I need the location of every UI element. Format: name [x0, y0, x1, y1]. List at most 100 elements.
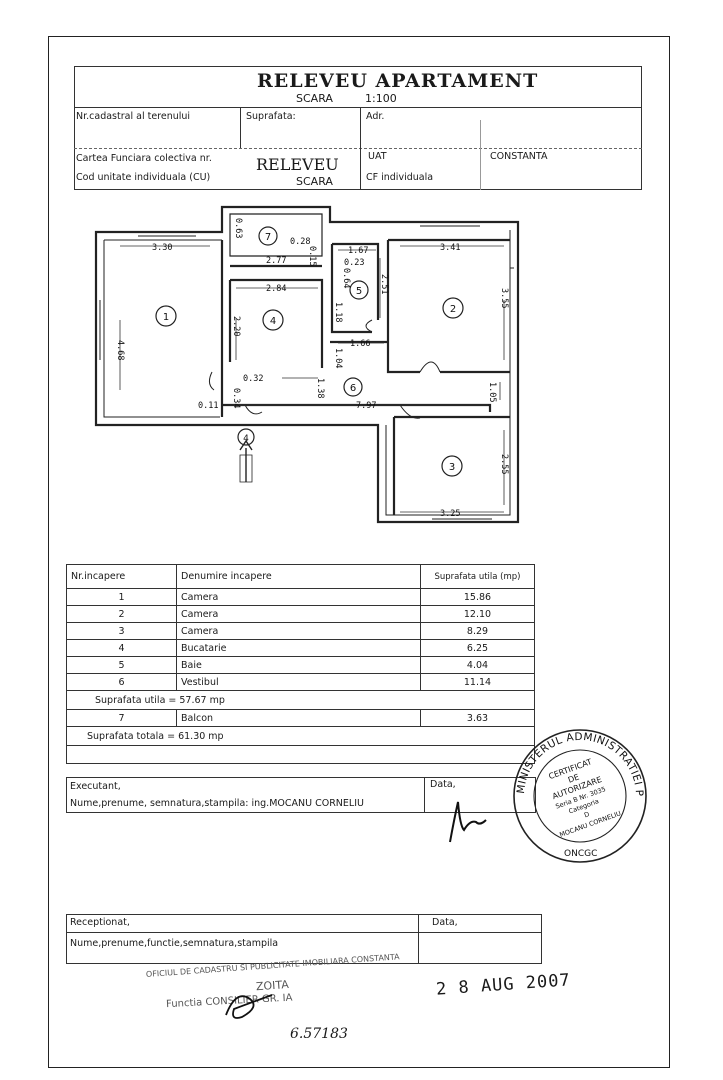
grand-total: Suprafata totala = 61.30 mp	[66, 726, 535, 746]
room-7-marker	[258, 226, 278, 246]
wall	[228, 278, 324, 368]
executant-signature	[449, 801, 487, 843]
dim-r2-h: 3.55	[499, 288, 509, 308]
cell-name: Bucatarie	[176, 639, 421, 657]
cell-name: Camera	[176, 622, 421, 640]
dim-r7-w: 2.77	[266, 256, 286, 266]
grand-total-row: Suprafata totala = 61.30 mp	[66, 726, 535, 746]
executant-date-label: Data,	[430, 779, 456, 790]
room-5-marker	[349, 280, 369, 300]
room-1-marker	[155, 305, 177, 327]
dim-r5-h: 1.18	[333, 302, 343, 322]
header-divider	[480, 120, 481, 190]
cell-name: Camera	[176, 605, 421, 623]
room-3-number: 3	[449, 462, 455, 473]
wall	[229, 213, 323, 257]
seal-line: D	[583, 810, 590, 819]
cf-label: CF individuala	[366, 172, 434, 183]
table-header: Nr.incapere Denumire incapere Suprafata …	[66, 564, 535, 589]
seal-outer-bottom: ONCGC	[564, 849, 597, 859]
entrance-arrow-box	[239, 454, 253, 483]
dim-r4-h: 2.20	[231, 316, 241, 336]
cell-nr: 1	[66, 588, 177, 606]
dim-r4-low: 1.38	[315, 378, 325, 398]
header-divider	[74, 148, 642, 149]
executant-name: Nume,prenume, semnatura,stampila: ing.MO…	[70, 798, 364, 809]
table-row: 5 Baie 4.04	[66, 656, 535, 674]
executant-label: Executant,	[70, 781, 121, 792]
authorization-seal: MINISTERUL ADMINISTRATIEI PUBLICE ONCGC …	[508, 724, 647, 863]
receptionat-label: Receptionat,	[70, 917, 130, 928]
cell-area: 4.04	[420, 656, 535, 674]
entrance-marker-number: 4	[243, 434, 249, 444]
receptionat-divider	[66, 932, 542, 933]
header-divider	[74, 107, 642, 108]
wall	[330, 242, 380, 334]
cell-nr: 2	[66, 605, 177, 623]
cell-nr: 7	[66, 709, 177, 727]
cell-nr: 4	[66, 639, 177, 657]
cell-nr: 6	[66, 673, 177, 691]
receptionat-box	[66, 914, 542, 964]
reception-signature	[225, 994, 273, 1019]
handwritten-number: 6.57183	[290, 1026, 348, 1042]
floor-plan: 1 2 3 4 5 6 7 4 3.30 4.68 0.63 0.28 2.77…	[94, 205, 520, 524]
cell-area: 12.10	[420, 605, 535, 623]
col-name-header: Denumire incapere	[176, 564, 421, 589]
unit-code-label: Cod unitate individuala (CU)	[76, 172, 211, 183]
address-label: Adr.	[366, 111, 385, 122]
entrance-arrow	[239, 439, 253, 482]
overlay-scale: SCARA	[296, 175, 333, 188]
room-3-marker	[441, 455, 463, 477]
seal-line: DE	[567, 772, 581, 784]
dim-small-b: 0.15	[307, 246, 317, 266]
usable-total: Suprafata utila = 57.67 mp	[66, 690, 535, 710]
table-row: 6 Vestibul 11.14	[66, 673, 535, 691]
header-divider	[240, 107, 241, 148]
dim-r6-w: 7.97	[356, 401, 376, 411]
document-sheet	[48, 36, 670, 1068]
room-4-marker	[262, 309, 284, 331]
dim-r5-low: 1.66	[350, 339, 370, 349]
cadastral-label: Nr.cadastral al terenului	[76, 111, 191, 122]
uat-value: CONSTANTA	[490, 151, 548, 162]
dim-r2-w: 3.41	[440, 243, 460, 253]
room-6-marker	[343, 377, 363, 397]
dim-r4-w: 2.84	[266, 284, 286, 294]
header-divider	[360, 107, 361, 190]
cell-name: Vestibul	[176, 673, 421, 691]
room-1-number: 1	[163, 312, 169, 323]
dim-r4-b: 0.34	[231, 388, 241, 408]
entrance-marker-circle	[237, 428, 255, 446]
table-row: 3 Camera 8.29	[66, 622, 535, 640]
uat-label: UAT	[368, 151, 387, 162]
door	[208, 319, 441, 419]
cell-area: 8.29	[420, 622, 535, 640]
room-2-number: 2	[450, 304, 456, 315]
dim-r4-a: 0.32	[243, 374, 263, 384]
window	[99, 225, 514, 520]
dim-r6-small: 1.04	[333, 348, 343, 368]
document-title: RELEVEU APARTAMENT	[257, 70, 539, 92]
room-2-marker	[442, 297, 464, 319]
dim-small-a: 0.11	[198, 401, 218, 411]
cell-name: Balcon	[176, 709, 421, 727]
cell-area: 15.86	[420, 588, 535, 606]
receptionat-name: Nume,prenume,functie,semnatura,stampila	[70, 938, 279, 949]
dim-r5-b: 0.23	[344, 258, 364, 268]
header-block	[74, 66, 642, 190]
receptionat-divider	[418, 914, 419, 964]
executant-box	[66, 777, 536, 813]
cell-name: Baie	[176, 656, 421, 674]
col-nr-header: Nr.incapere	[66, 564, 177, 589]
outer-wall	[94, 205, 520, 524]
dim-r5-w: 1.67	[348, 246, 368, 256]
cell-nr: 5	[66, 656, 177, 674]
table-row: 7 Balcon 3.63	[66, 709, 535, 727]
room-6-number: 6	[350, 383, 356, 394]
dim-r5-side: 2.51	[379, 274, 389, 294]
cell-area: 6.25	[420, 639, 535, 657]
dim-r1-h: 4.68	[115, 340, 125, 360]
wall	[386, 238, 510, 374]
surface-label: Suprafata:	[246, 111, 296, 122]
